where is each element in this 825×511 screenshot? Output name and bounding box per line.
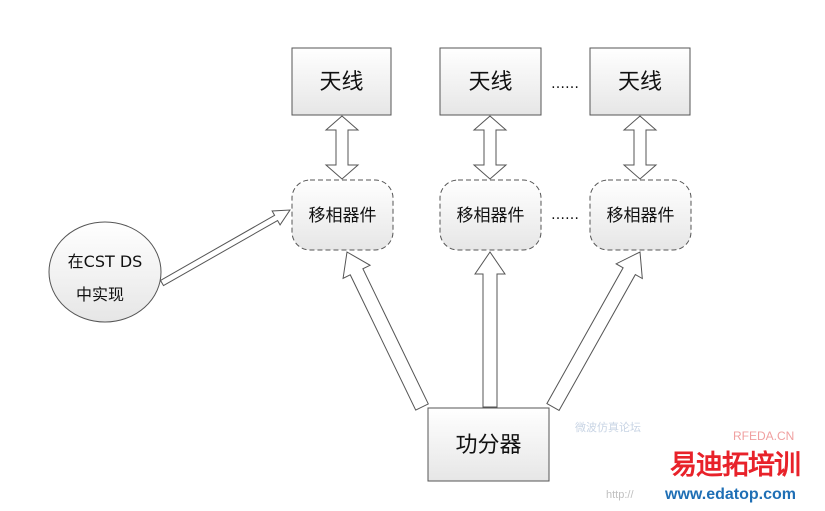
phase-shifter-2: 移相器件 [439,179,542,251]
double-arrow-antenna-3 [622,115,658,180]
antenna-label: 天线 [618,70,662,95]
watermark-url: www.edatop.com [665,486,796,503]
phase-shifter-1: 移相器件 [291,179,394,251]
cst-ds-node: 在CST DS 中实现 [48,221,162,323]
arrow-divider-to-phase-shifter-2 [474,251,506,408]
phase-shifter-3: 移相器件 [589,179,692,251]
watermark-faint-url: http:// [606,489,634,501]
cst-label-line1: 在CST DS [68,252,143,271]
watermark-faint-text: 微波仿真论坛 [575,422,641,434]
watermark-site: RFEDA.CN [733,429,795,443]
phase-shifter-label: 移相器件 [457,206,525,226]
cst-label-line2: 中实现 [76,285,124,304]
antenna-box-1: 天线 [291,47,392,116]
phase-shifter-ellipsis: …… [551,207,579,223]
phase-shifter-label: 移相器件 [309,206,377,226]
antenna-label: 天线 [319,70,363,95]
arrow-divider-to-phase-shifter-3 [546,251,643,412]
watermark-brand: 易迪拓培训 [670,450,801,480]
power-divider-box: 功分器 [427,407,550,482]
antenna-box-3: 天线 [589,47,691,116]
double-arrow-antenna-2 [472,115,508,180]
power-divider-label: 功分器 [455,433,521,458]
antenna-ellipsis: …… [551,76,579,92]
double-arrow-antenna-1 [324,115,360,180]
arrow-divider-to-phase-shifter-1 [342,251,429,411]
phase-shifter-label: 移相器件 [607,206,675,226]
arrows-layer [159,115,658,412]
antenna-label: 天线 [468,70,512,95]
antenna-box-2: 天线 [439,47,542,116]
arrow-cst-to-phase-shifter [159,209,291,287]
